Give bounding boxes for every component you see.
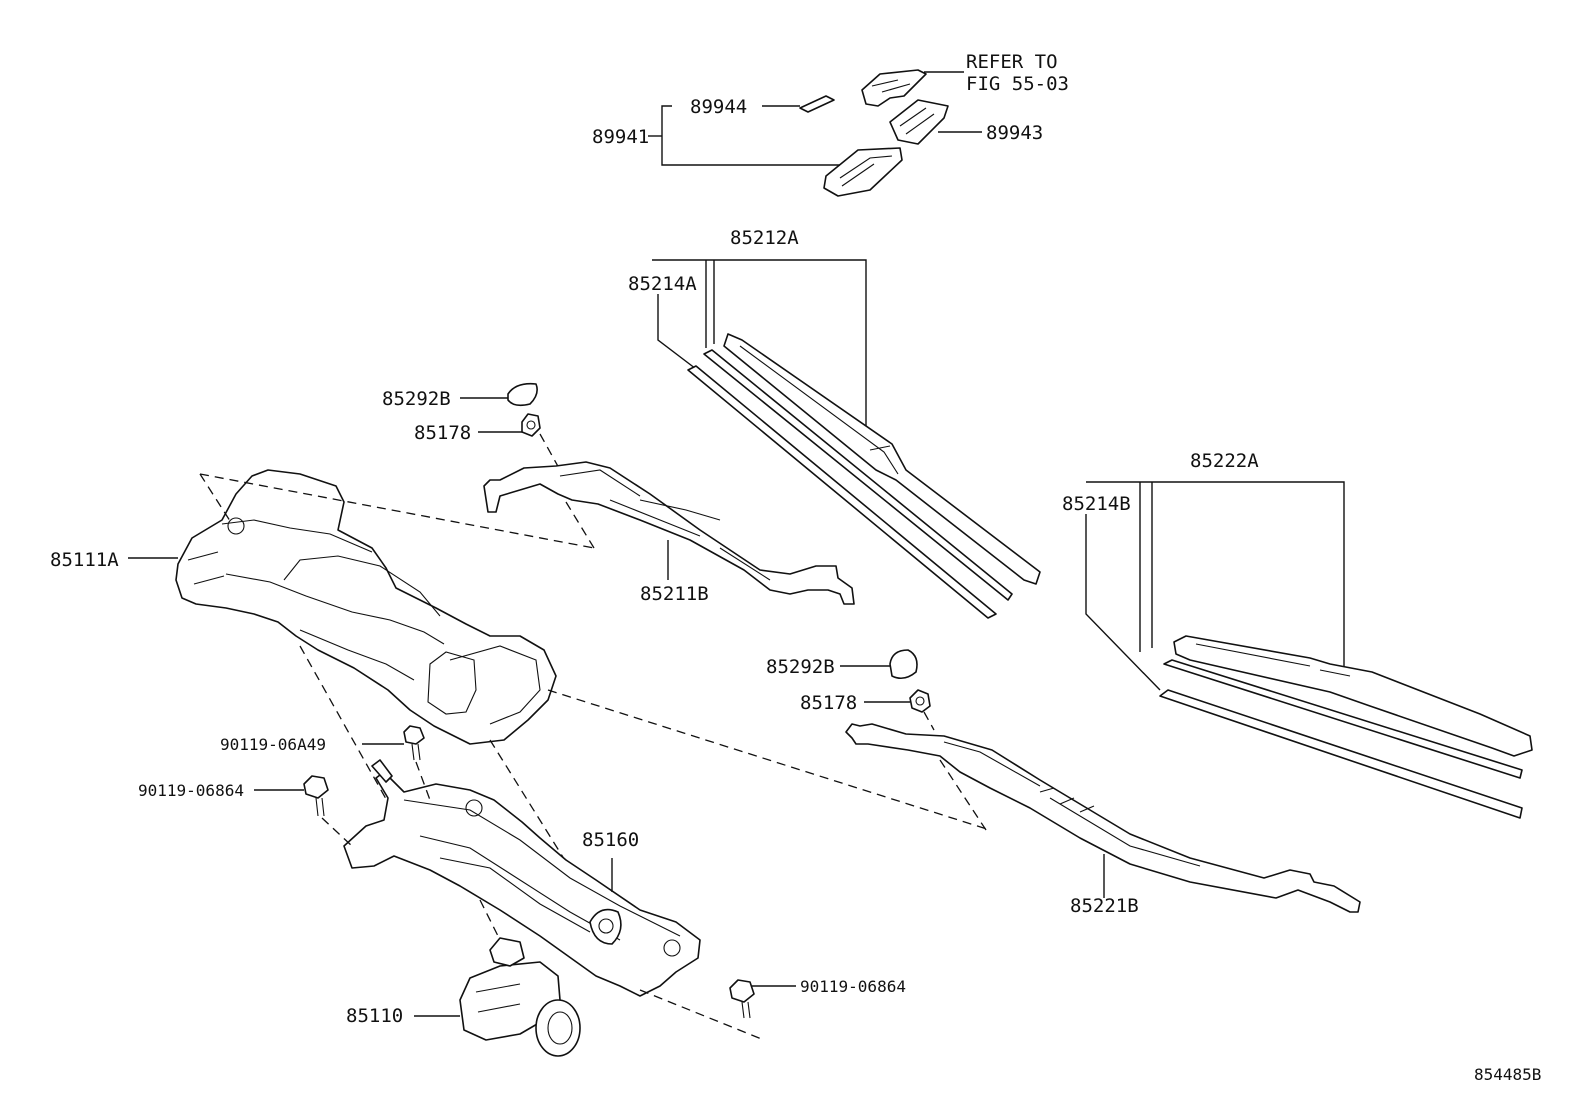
label-85292B-upper: 85292B [382, 388, 451, 410]
part-refer-bracket [861, 69, 927, 107]
part-90119-06A49-bolt [403, 725, 425, 761]
label-89943: 89943 [986, 122, 1043, 144]
part-89941-cap [823, 147, 903, 197]
part-85212A-blade [723, 333, 1041, 585]
part-90119-06864-right-bolt [729, 979, 755, 1019]
label-85110: 85110 [346, 1005, 403, 1027]
bracket-85222A [1086, 481, 1345, 668]
part-85214B-refill [1159, 659, 1523, 819]
part-85221B-arm [845, 723, 1361, 913]
label-90119-06864-right: 90119-06864 [800, 977, 906, 996]
label-89941: 89941 [592, 126, 649, 148]
part-85292B-lower-cap [889, 649, 918, 680]
bracket-89941 [661, 105, 840, 166]
part-85178-upper-nut [521, 413, 541, 437]
part-89944-clip [799, 95, 835, 113]
part-90119-06864-left-bolt [303, 775, 329, 817]
part-85222A-blade [1173, 635, 1533, 757]
label-85160: 85160 [582, 829, 639, 851]
label-90119-06A49: 90119-06A49 [220, 735, 326, 754]
leader-85214B [1085, 514, 1161, 691]
label-85178-lower: 85178 [800, 692, 857, 714]
part-85214A-refill [687, 349, 1013, 619]
part-85160-linkage [343, 759, 701, 997]
label-89944: 89944 [690, 96, 747, 118]
figure-code: 854485B [1474, 1065, 1541, 1084]
label-85221B: 85221B [1070, 895, 1139, 917]
label-85214A: 85214A [628, 273, 697, 295]
leader-85214A [657, 294, 701, 373]
label-85111A: 85111A [50, 549, 119, 571]
bracket-85212A [652, 259, 867, 428]
part-85292B-upper-cap [507, 382, 538, 407]
label-85214B: 85214B [1062, 493, 1131, 515]
label-85222A: 85222A [1190, 450, 1259, 472]
label-85212A: 85212A [730, 227, 799, 249]
part-85111A-cover [175, 469, 557, 745]
label-90119-06864-left: 90119-06864 [138, 781, 244, 800]
part-85211B-arm [483, 461, 855, 605]
part-85110-motor [459, 937, 581, 1057]
label-85292B-lower: 85292B [766, 656, 835, 678]
label-85178-upper: 85178 [414, 422, 471, 444]
part-89943-adapter [889, 99, 949, 145]
label-refer-to: REFER TO [966, 51, 1058, 73]
label-fig-55-03: FIG 55-03 [966, 73, 1069, 95]
label-85211B: 85211B [640, 583, 709, 605]
part-85178-lower-nut [909, 689, 931, 713]
